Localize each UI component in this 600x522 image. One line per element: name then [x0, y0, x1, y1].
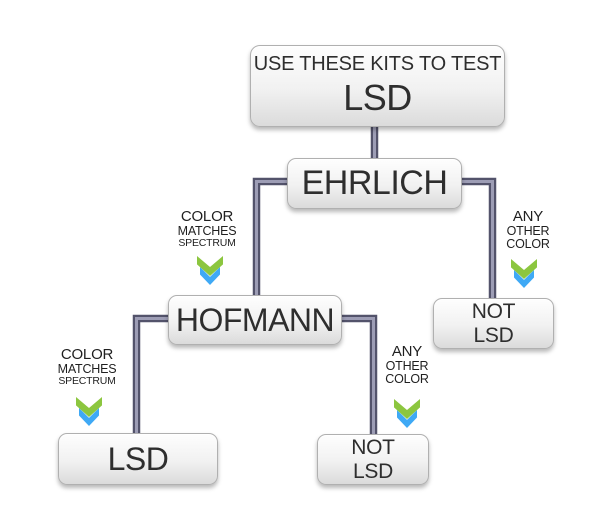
branch-label-line: COLOR [385, 372, 429, 387]
connector-hofmann-to-not-lsd [334, 314, 378, 440]
branch-label-line: OTHER [385, 358, 429, 373]
not-lsd-right-line1: NOT [471, 299, 516, 323]
connector-hofmann-to-lsd [132, 314, 174, 438]
title-subject: LSD [343, 77, 412, 118]
branch-label-line: OTHER [506, 223, 550, 238]
double-chevron-down-icon [511, 259, 537, 289]
branch-label-line: SPECTRUM [178, 237, 236, 250]
branch-label-line: MATCHES [57, 361, 117, 376]
branch-label-line: ANY [391, 343, 423, 360]
double-chevron-down-icon [394, 399, 420, 429]
not-lsd-bottom-node: NOT LSD [317, 434, 429, 485]
branch-label-ehrlich-other: ANY OTHER COLOR [506, 208, 550, 252]
not-lsd-right-line2: LSD [473, 323, 514, 347]
branch-label-line: COLOR [60, 346, 114, 363]
hofmann-node: HOFMANN [168, 295, 342, 345]
connector-ehrlich-to-not-lsd [454, 177, 497, 303]
title-box: USE THESE KITS TO TEST LSD [250, 45, 505, 127]
ehrlich-label: EHRLICH [301, 164, 448, 202]
connector-ehrlich-to-hofmann [252, 177, 294, 300]
branch-label-line: MATCHES [177, 223, 237, 238]
branch-label-hofmann-match: COLOR MATCHES SPECTRUM [58, 347, 117, 387]
branch-label-line: SPECTRUM [58, 375, 116, 388]
ehrlich-node: EHRLICH [287, 158, 462, 209]
lsd-result-label: LSD [107, 440, 169, 477]
branch-label-hofmann-other: ANY OTHER COLOR [385, 343, 429, 387]
double-chevron-down-icon [76, 397, 102, 427]
title-heading: USE THESE KITS TO TEST [253, 53, 502, 75]
lsd-result-node: LSD [58, 433, 218, 485]
not-lsd-bottom-line2: LSD [353, 459, 393, 483]
branch-label-line: COLOR [180, 208, 234, 225]
branch-label-line: COLOR [506, 237, 550, 252]
branch-label-ehrlich-match: COLOR MATCHES SPECTRUM [178, 209, 237, 249]
hofmann-label: HOFMANN [175, 301, 335, 338]
double-chevron-down-icon [197, 256, 223, 286]
not-lsd-bottom-line1: NOT [351, 435, 395, 459]
not-lsd-right-node: NOT LSD [433, 298, 554, 349]
branch-label-line: ANY [512, 208, 544, 225]
